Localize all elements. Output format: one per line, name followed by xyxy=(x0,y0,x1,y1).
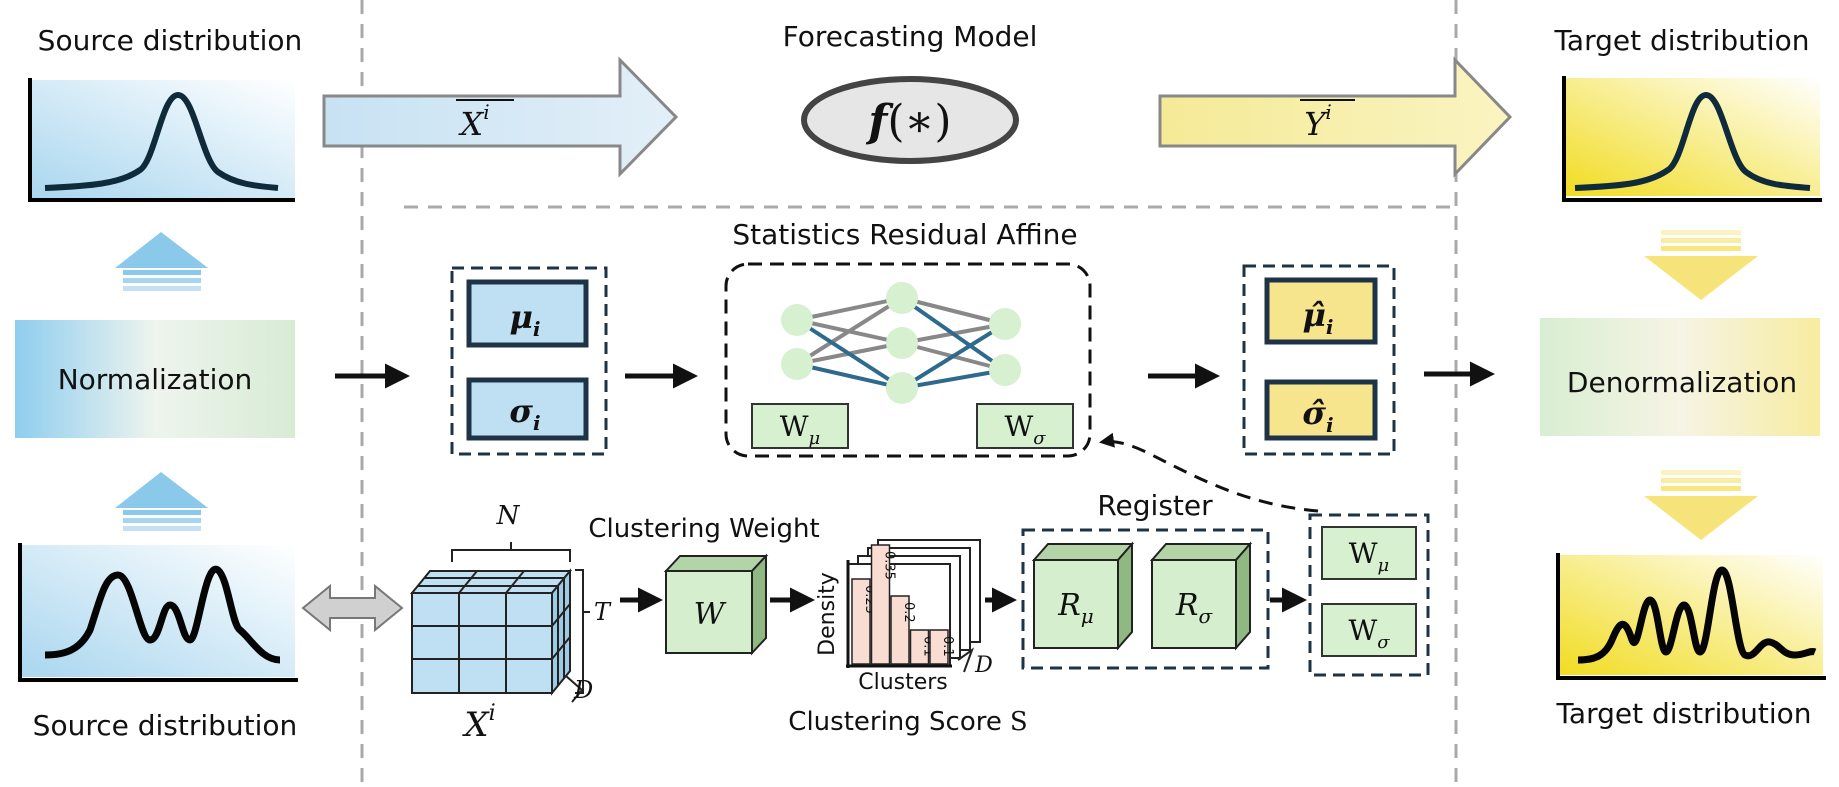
register-group: Rμ Rσ xyxy=(1021,528,1270,670)
tensor-X-label: Xi xyxy=(461,701,495,745)
normalization-label: Normalization xyxy=(58,363,253,396)
register-r-mu-box xyxy=(1033,559,1119,649)
reg-w-sigma-label: Wσ xyxy=(1348,614,1390,653)
reg-w-sigma-box xyxy=(1321,603,1417,657)
w-sigma-label: Wσ xyxy=(1004,410,1046,449)
tensor-D-label: D xyxy=(573,676,593,704)
mu-hat-box xyxy=(1264,277,1378,345)
histogram-bar-value: 0.35 xyxy=(882,551,897,580)
histogram-bar xyxy=(870,544,891,665)
weight-cube: W xyxy=(663,553,769,656)
hist-D-label: D xyxy=(974,653,993,678)
forecasting-title: Forecasting Model xyxy=(783,20,1038,53)
target-top-plot xyxy=(1562,76,1822,202)
nn-node xyxy=(781,304,813,336)
target-top-title: Target distribution xyxy=(1553,24,1809,57)
denormalization-box: Denormalization xyxy=(1540,318,1820,436)
histogram-bar xyxy=(890,595,910,665)
sigma-hat-box xyxy=(1264,379,1378,441)
nn-node xyxy=(989,354,1021,386)
nn-node xyxy=(989,308,1021,340)
weight-W-label: W xyxy=(694,597,727,632)
down-arrow-bottom xyxy=(1644,470,1758,540)
source-bottom-title: Source distribution xyxy=(33,709,298,742)
register-title: Register xyxy=(1097,489,1213,522)
normalization-box: Normalization xyxy=(15,320,295,438)
hist-ylabel: Density xyxy=(815,572,840,656)
sigma-box xyxy=(466,377,589,441)
mu-label: μi xyxy=(509,298,540,341)
mu-box xyxy=(466,279,589,348)
input-X-label: Xi xyxy=(457,100,489,143)
sra-network: Wμ Wσ xyxy=(724,262,1092,458)
register-r-sigma-box xyxy=(1151,559,1237,649)
input-arrow: Xi xyxy=(322,56,679,178)
down-arrow-top xyxy=(1644,230,1758,300)
tensor-T-label: T xyxy=(594,598,612,626)
feedback-arrow xyxy=(1099,432,1319,513)
source-bottom-plot xyxy=(18,543,298,682)
w-sigma-box xyxy=(976,403,1074,449)
w-mu-label: Wμ xyxy=(780,410,820,449)
reg-w-mu-box xyxy=(1321,526,1417,580)
output-stats-group: μ̂i σ̂i xyxy=(1242,264,1396,456)
target-bottom-plot xyxy=(1556,553,1826,680)
register-weights-group: Wμ Wσ xyxy=(1308,513,1430,677)
source-top-title: Source distribution xyxy=(38,24,303,57)
nn-node xyxy=(781,348,813,380)
clustering-weight-title: Clustering Weight xyxy=(588,514,819,544)
output-Y-label: Yi xyxy=(1304,100,1332,143)
nn-node xyxy=(886,327,918,359)
up-arrow-top xyxy=(115,232,208,291)
mu-hat-label: μ̂i xyxy=(1302,296,1333,339)
register-r-sigma-label: Rσ xyxy=(1175,588,1214,628)
register-r-mu-label: Rμ xyxy=(1057,588,1094,628)
source-top-plot xyxy=(28,78,295,202)
hist-xlabel: Clusters xyxy=(858,670,948,695)
histogram-bar-value: 0.1 xyxy=(940,636,955,657)
reg-w-mu-label: Wμ xyxy=(1349,537,1389,576)
up-arrow-bottom xyxy=(115,472,208,531)
histogram-bar-value: 0.2 xyxy=(901,602,916,623)
model-function-label: f(∗) xyxy=(865,96,951,147)
tensor-N-label: N xyxy=(496,501,521,531)
nn-node xyxy=(886,372,918,404)
output-arrow: Yi xyxy=(1158,56,1513,178)
data-tensor: N T D Xi xyxy=(409,501,612,745)
forecasting-model: f(∗) xyxy=(801,76,1019,164)
sigma-hat-label: σ̂i xyxy=(1302,394,1333,437)
double-arrow xyxy=(301,583,404,633)
input-stats-group: μi σi xyxy=(450,266,608,456)
sra-title: Statistics Residual Affine xyxy=(732,218,1077,251)
nn-node xyxy=(886,282,918,314)
w-mu-box xyxy=(751,403,849,449)
target-bottom-title: Target distribution xyxy=(1555,697,1811,730)
histogram-bar xyxy=(909,629,930,665)
denormalization-label: Denormalization xyxy=(1567,366,1797,399)
sigma-label: σi xyxy=(509,392,540,435)
histogram-bar xyxy=(929,629,949,665)
histogram-bar xyxy=(851,578,871,665)
